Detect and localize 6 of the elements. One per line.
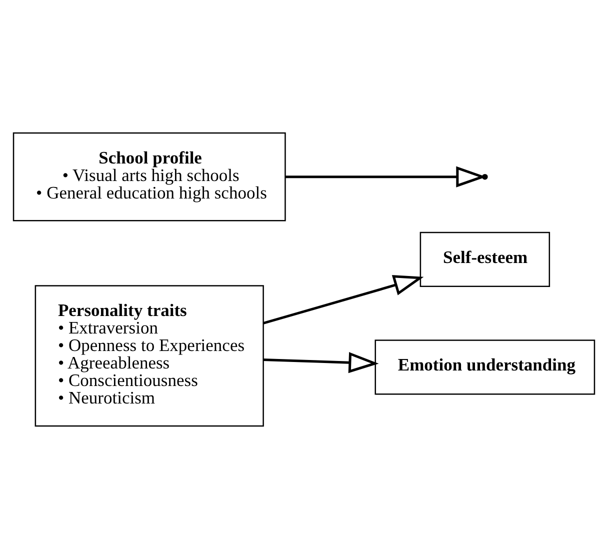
node-box: Self-esteem bbox=[420, 232, 550, 287]
arrow bbox=[263, 275, 424, 324]
node-box: School profile • Visual arts high schools • General education high schools bbox=[12, 132, 286, 222]
node-box: Personality traits • Extraversion • Openness to Experiences • Agreeableness • Conscientiousness • Neuroticism bbox=[34, 285, 264, 427]
arrow bbox=[263, 352, 379, 374]
node-box: Emotion understanding bbox=[374, 340, 596, 395]
